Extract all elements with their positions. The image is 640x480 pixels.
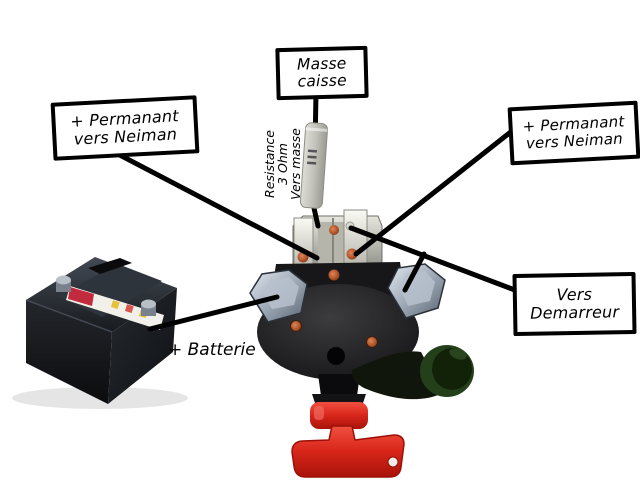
red-key-ring-highlight xyxy=(314,406,324,420)
resistor-component xyxy=(299,122,328,209)
red-key-handle xyxy=(291,425,405,478)
label-box-vers-demarreur: Vers Demarreur xyxy=(512,271,637,337)
line-battery-to-left-terminal xyxy=(147,294,280,332)
resistor-body xyxy=(299,122,328,209)
line-branch-to-right-terminal xyxy=(402,251,427,293)
terminal-cap-strap xyxy=(351,351,443,400)
red-key-ring xyxy=(310,402,368,429)
terminal-cap-highlight xyxy=(449,348,467,360)
line-perm-right-to-tab xyxy=(353,128,515,257)
battery-terminal-right-top xyxy=(141,299,156,309)
label-box-masse-caisse: Masse caisse xyxy=(275,45,369,101)
battery-label-mark xyxy=(124,304,134,313)
label-resistance-vers-masse: Resistance 3 Ohm Vers masse xyxy=(262,128,304,200)
resistor-marking xyxy=(307,155,317,159)
line-tab-to-demarreur xyxy=(348,225,539,301)
resistor-marking xyxy=(307,161,317,165)
switch-neck xyxy=(318,374,360,396)
switch-rivet-left xyxy=(290,320,302,332)
switch-top-screw-upper xyxy=(329,225,339,235)
battery-front-face xyxy=(26,300,112,404)
label-box-permanant-neiman-right: + Permanant vers Neiman xyxy=(507,100,640,166)
switch-right-tab-screw xyxy=(346,248,358,260)
line-perm-left-to-tab xyxy=(109,148,320,261)
resistor-marking xyxy=(307,149,318,153)
switch-flange-screw xyxy=(328,269,340,281)
resistor-highlight xyxy=(305,127,328,132)
battery-handle-recess xyxy=(88,258,132,274)
red-key-hole xyxy=(387,456,399,468)
battery-edge-highlight xyxy=(25,299,113,333)
battery-label-mark xyxy=(110,300,120,309)
annotation-lines xyxy=(109,89,539,332)
label-batterie: + Batterie xyxy=(168,340,256,360)
label-box-permanant-neiman-left: + Permanant vers Neiman xyxy=(50,95,200,161)
battery-photo xyxy=(12,257,188,409)
battery-terminal-left-top xyxy=(56,275,71,285)
switch-rivet-right xyxy=(366,336,378,348)
battery-label-brand xyxy=(68,287,94,306)
switch-center-hole xyxy=(327,347,345,365)
